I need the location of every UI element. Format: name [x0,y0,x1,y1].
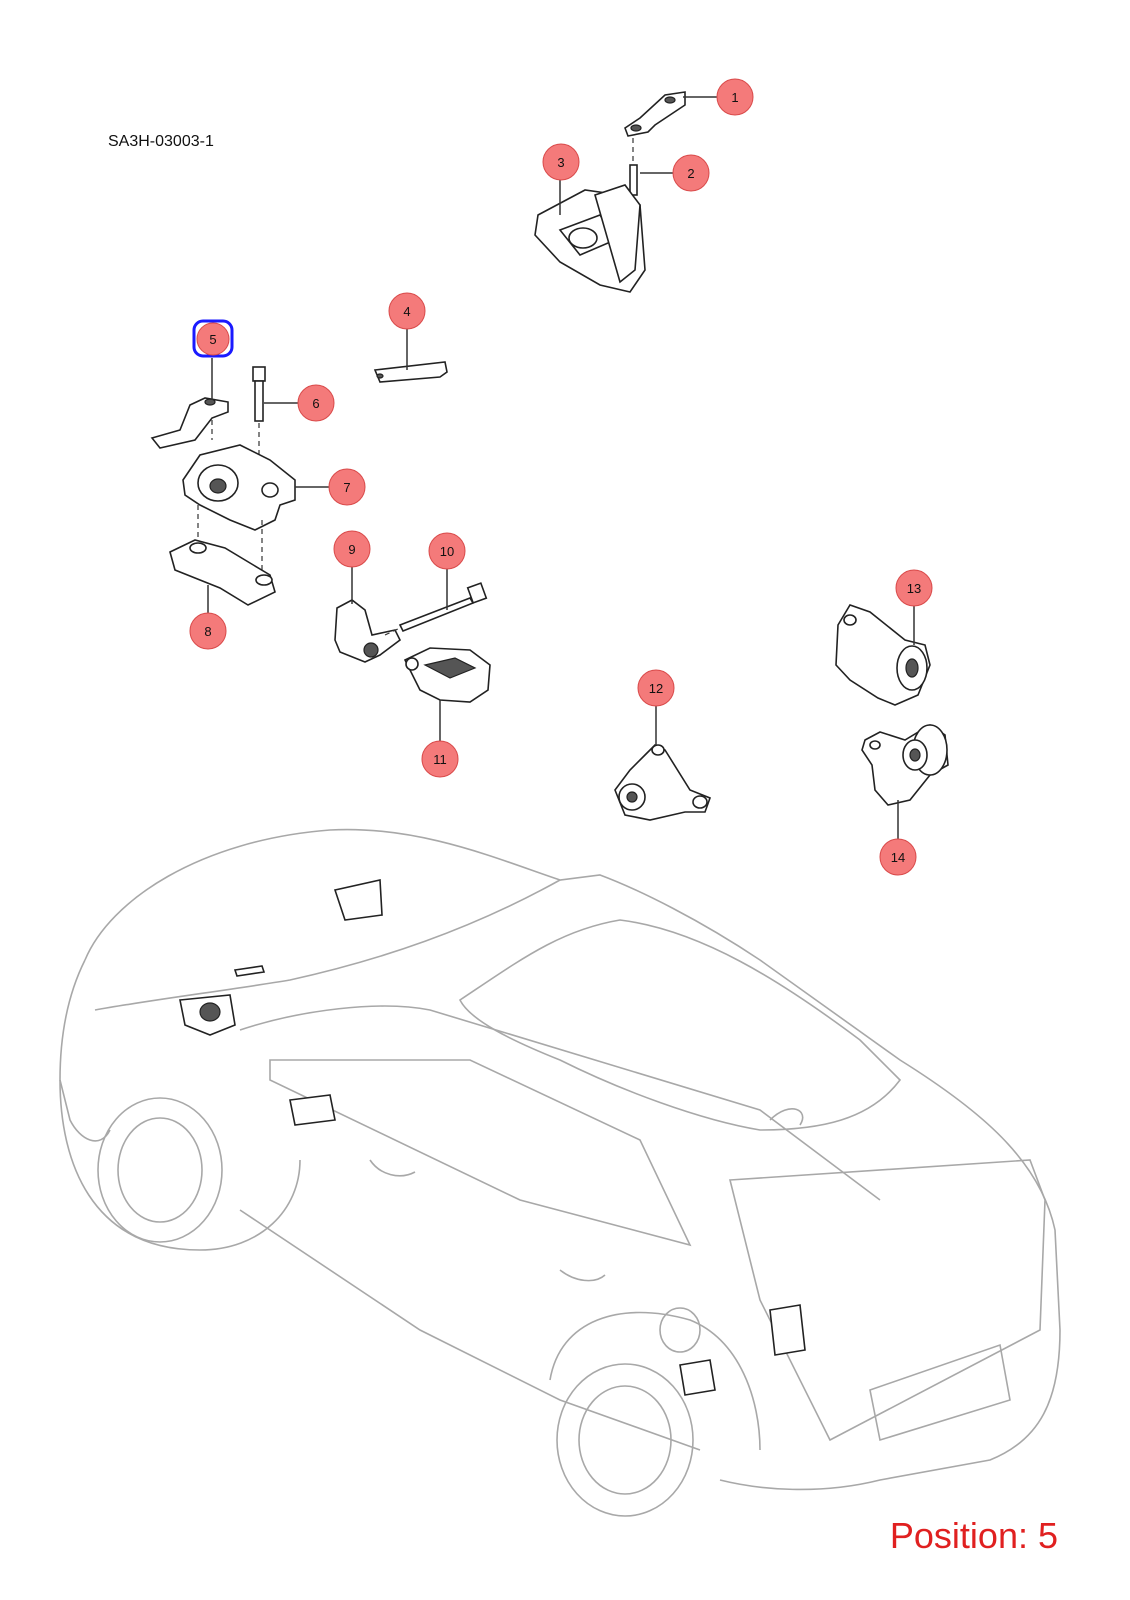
callout-6[interactable]: 6 [297,384,335,422]
part-12-mount [614,744,712,821]
callout-13-label: 13 [907,581,921,596]
callout-13[interactable]: 13 [895,569,933,607]
leader-lines [207,96,915,839]
callout-4[interactable]: 4 [388,292,426,330]
part-group-9-11 [334,582,491,703]
position-indicator: Position: 5 [889,1515,1058,1556]
callout-14[interactable]: 14 [879,838,917,876]
callout-9[interactable]: 9 [333,530,371,568]
callout-8-label: 8 [204,624,211,639]
callout-5[interactable]: 5 [192,319,234,358]
callout-10-label: 10 [440,544,454,559]
callout-11-label: 11 [433,752,447,767]
part-group-5-8 [150,366,296,606]
callout-11[interactable]: 11 [421,740,459,778]
callout-10[interactable]: 10 [428,532,466,570]
callout-8[interactable]: 8 [189,612,227,650]
part-4-bracket [373,361,448,383]
callout-1[interactable]: 1 [716,78,754,116]
callout-4-label: 4 [403,304,410,319]
callout-12-label: 12 [649,681,663,696]
callout-1-label: 1 [731,90,738,105]
part-14-mount [861,724,949,806]
callout-7-label: 7 [343,480,350,495]
callout-5-label: 5 [209,332,216,347]
selected-highlight [192,319,234,358]
callout-2[interactable]: 2 [672,154,710,192]
callout-7[interactable]: 7 [328,468,366,506]
part-group-1-3 [534,91,686,293]
vehicle-outline [59,828,1061,1517]
callout-12[interactable]: 12 [637,669,675,707]
callouts: 1 2 3 4 5 6 7 8 [189,78,933,876]
callout-6-label: 6 [312,396,319,411]
callout-9-label: 9 [348,542,355,557]
callout-3-label: 3 [557,155,564,170]
diagram-code: SA3H-03003-1 [108,133,214,150]
callout-14-label: 14 [891,850,905,865]
callout-3[interactable]: 3 [542,143,580,181]
part-13-mount [835,604,931,706]
callout-2-label: 2 [687,166,694,181]
